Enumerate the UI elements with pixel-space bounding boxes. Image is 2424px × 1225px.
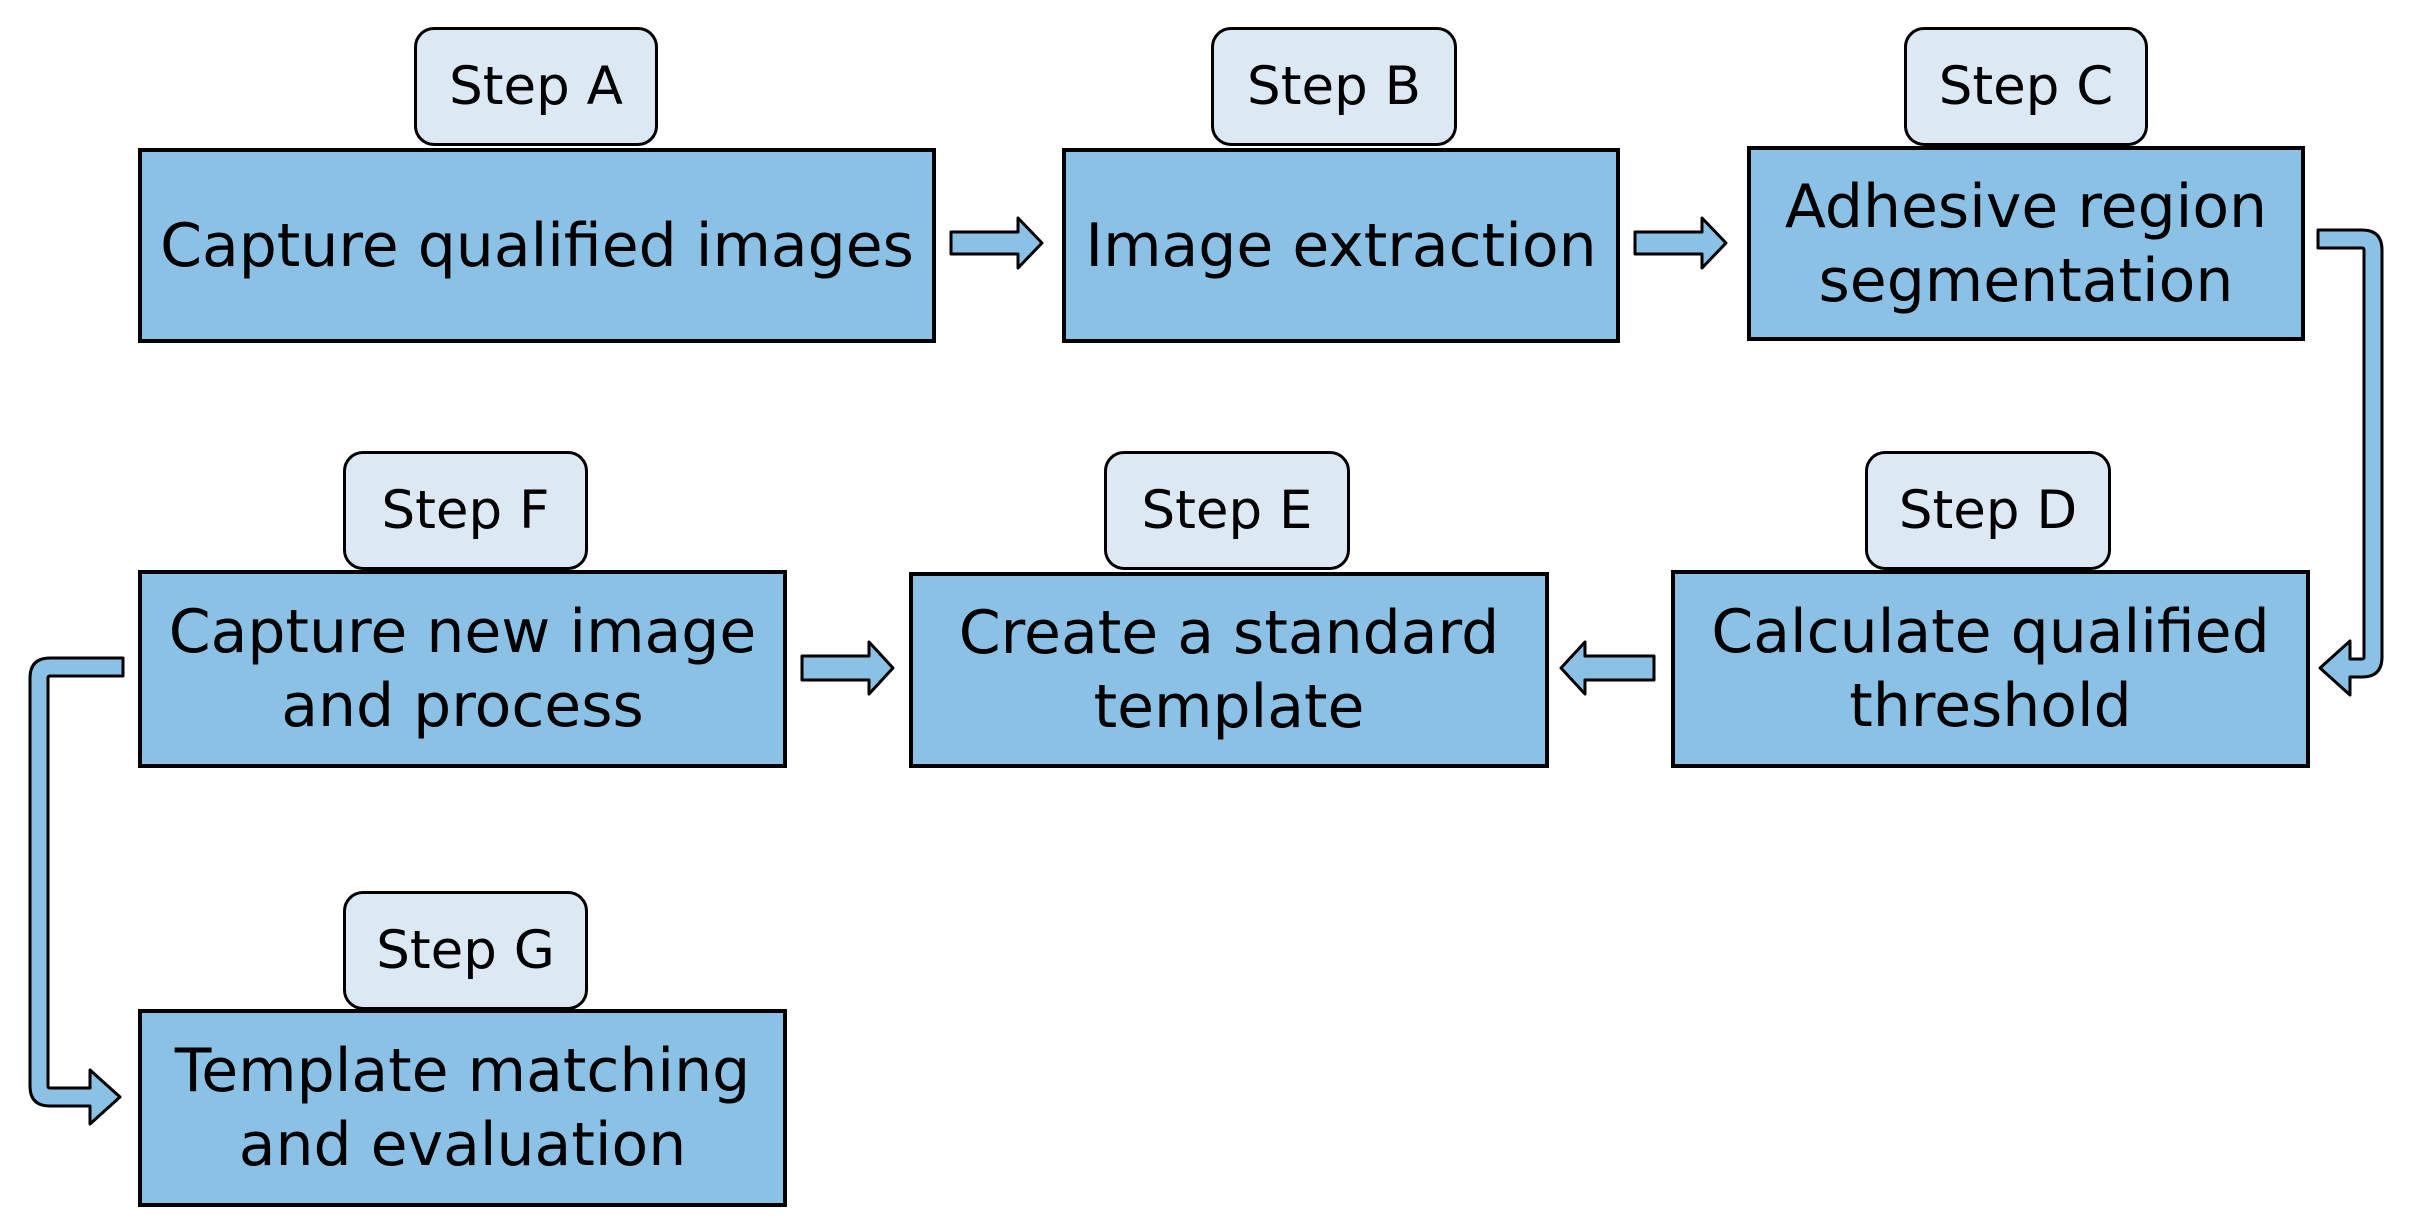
step-f-box: Capture new image and process	[138, 570, 787, 768]
arrow-f-to-g	[28, 656, 125, 1126]
arrow-d-to-e	[1559, 640, 1656, 696]
step-b-tag: Step B	[1211, 27, 1457, 146]
arrow-f-to-e	[800, 640, 895, 696]
step-a-box: Capture qualified images	[138, 148, 936, 343]
arrow-a-to-b	[949, 216, 1044, 270]
step-d-box: Calculate qualified threshold	[1671, 570, 2310, 768]
step-e-tag: Step E	[1104, 451, 1350, 570]
step-a-tag: Step A	[414, 27, 658, 146]
step-d-tag: Step D	[1865, 451, 2111, 570]
step-c-box: Adhesive region segmentation	[1747, 146, 2305, 341]
step-e-box: Create a standard template	[909, 572, 1549, 768]
arrow-c-to-d	[2316, 228, 2384, 697]
step-c-tag: Step C	[1904, 27, 2148, 146]
arrow-b-to-c	[1633, 216, 1728, 270]
step-f-tag: Step F	[343, 451, 588, 570]
step-b-box: Image extraction	[1062, 148, 1620, 343]
step-g-tag: Step G	[343, 891, 588, 1010]
step-g-box: Template matching and evaluation	[138, 1009, 787, 1207]
